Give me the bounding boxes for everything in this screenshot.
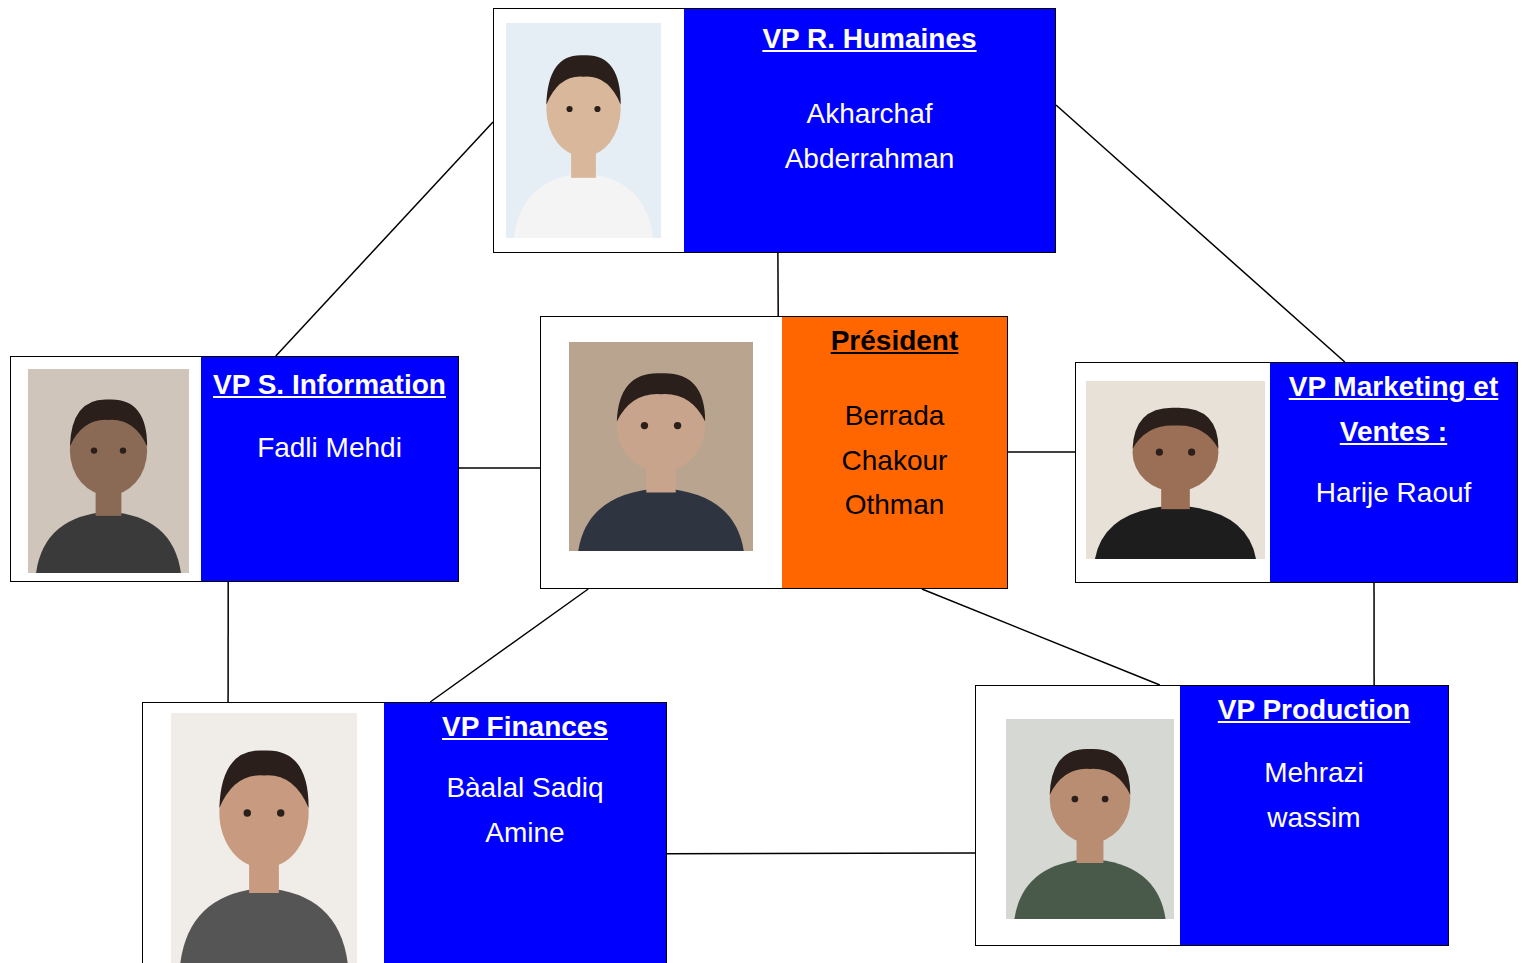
photo-ground: [506, 23, 661, 238]
role-title: VP S. Information: [207, 363, 452, 408]
photo-eye: [244, 809, 251, 816]
person-name: Fadli Mehdi: [251, 426, 408, 471]
photo-eye: [1072, 796, 1079, 803]
connector-line: [777, 253, 779, 316]
photo-eye: [277, 809, 284, 816]
photo-hair: [1133, 408, 1219, 449]
photo-shirt: [1014, 859, 1165, 919]
photo-hair: [1050, 749, 1131, 795]
connector-line: [430, 589, 588, 702]
title-panel: PrésidentBerrada Chakour Othman: [782, 317, 1007, 588]
photo-hair: [219, 750, 308, 808]
portrait-photo: [569, 342, 753, 551]
connector-line: [1008, 451, 1075, 453]
photo-hair: [546, 55, 620, 105]
role-title: VP Production: [1212, 688, 1416, 733]
photo-shirt: [578, 488, 744, 551]
connector-line: [459, 467, 540, 469]
person-name: Berrada Chakour Othman: [814, 394, 976, 528]
photo-eye: [1188, 449, 1195, 456]
photo-hair: [70, 400, 147, 447]
org-box: PrésidentBerrada Chakour Othman: [540, 316, 1008, 589]
photo-eye: [120, 447, 126, 453]
photo-shirt: [514, 174, 654, 239]
connector-line: [667, 852, 975, 854]
person-name: Akharchaf Abderrahman: [749, 92, 991, 182]
role-title: VP Marketing et Ventes :: [1270, 365, 1517, 455]
org-box: VP S. InformationFadli Mehdi: [10, 356, 459, 582]
photo-ground: [1006, 719, 1174, 919]
role-title: VP R. Humaines: [756, 17, 982, 62]
role-title: Président: [825, 319, 965, 364]
title-panel: VP Marketing et Ventes : Harije Raouf: [1270, 363, 1517, 582]
photo-ground: [569, 342, 753, 551]
title-panel: VP R. HumainesAkharchaf Abderrahman: [684, 9, 1055, 252]
portrait-photo: [28, 369, 189, 573]
connector-line: [922, 589, 1160, 685]
role-title: VP Finances: [436, 705, 614, 750]
photo-ground: [28, 369, 189, 573]
title-panel: VP FinancesBàalal Sadiq Amine: [384, 703, 666, 963]
org-box: VP R. HumainesAkharchaf Abderrahman: [493, 8, 1056, 253]
photo-shirt: [1095, 506, 1256, 559]
org-box: VP Marketing et Ventes : Harije Raouf: [1075, 362, 1518, 583]
portrait-photo: [1006, 719, 1174, 919]
portrait-photo: [506, 23, 661, 238]
photo-eye: [641, 422, 648, 429]
person-name: Mehrazi wassim: [1228, 751, 1400, 841]
photo-eye: [594, 106, 600, 112]
connector-line: [1056, 105, 1345, 362]
title-panel: VP S. InformationFadli Mehdi: [201, 357, 458, 581]
photo-shirt: [36, 512, 181, 573]
photo-ground: [1086, 381, 1265, 559]
connector-line: [276, 122, 493, 356]
portrait-photo: [171, 713, 357, 963]
photo-eye: [674, 422, 681, 429]
person-name: Bàalal Sadiq Amine: [409, 766, 641, 856]
photo-eye: [1102, 796, 1109, 803]
person-name: Harije Raouf: [1310, 471, 1478, 516]
photo-ground: [171, 713, 357, 963]
org-box: VP FinancesBàalal Sadiq Amine: [142, 702, 667, 963]
photo-eye: [91, 447, 97, 453]
photo-eye: [1156, 449, 1163, 456]
photo-hair: [617, 373, 705, 421]
title-panel: VP ProductionMehrazi wassim: [1180, 686, 1448, 945]
portrait-photo: [1086, 381, 1265, 559]
connector-line: [1373, 583, 1375, 685]
photo-eye: [566, 106, 572, 112]
connector-line: [227, 582, 229, 702]
photo-shirt: [180, 888, 347, 963]
org-box: VP ProductionMehrazi wassim: [975, 685, 1449, 946]
